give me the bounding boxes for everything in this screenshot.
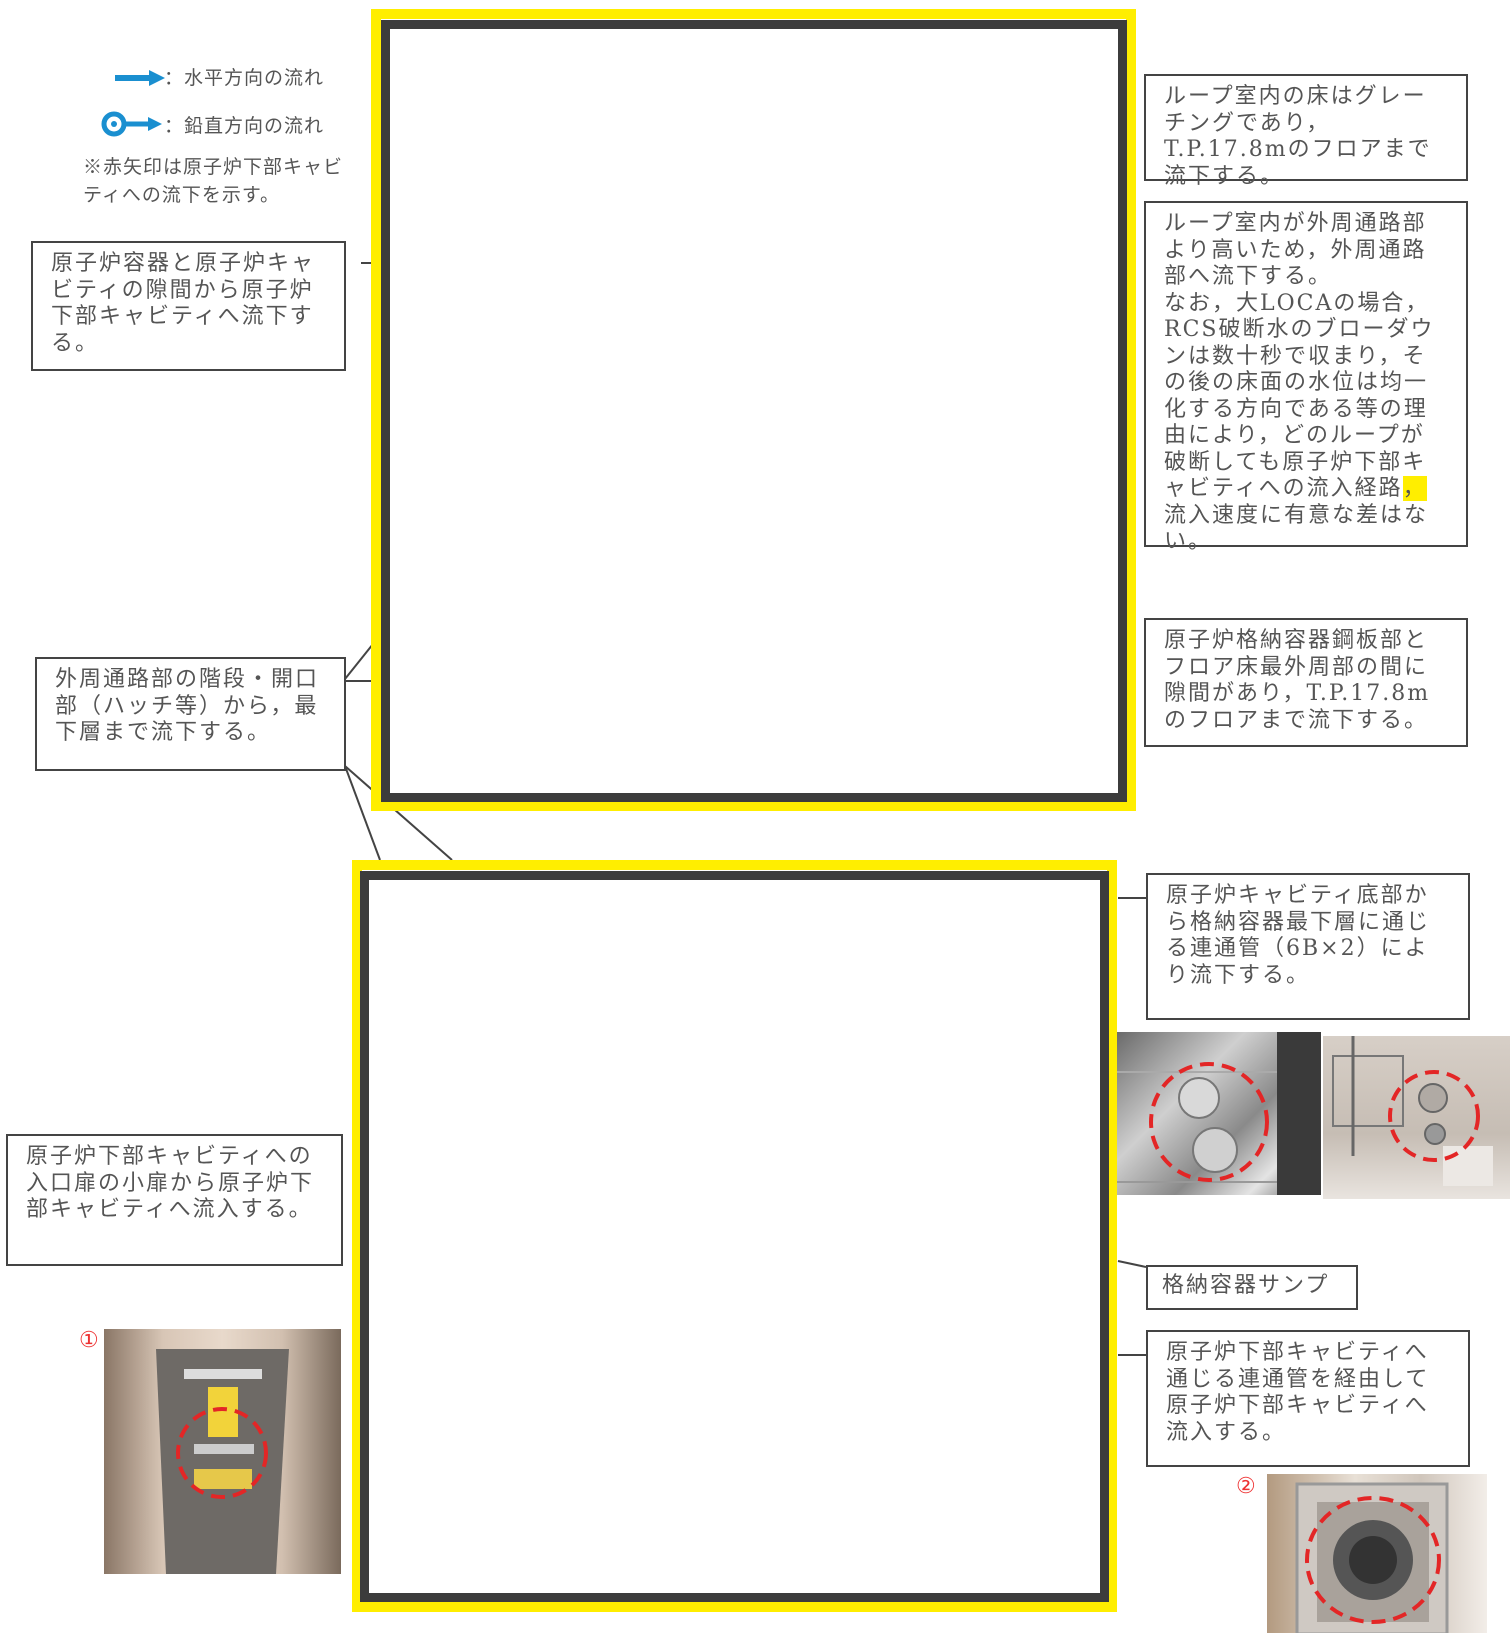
lower-diagram-area [360, 871, 1109, 1602]
photo-number-one: ① [79, 1328, 99, 1353]
containment-pipe-image [1332, 1036, 1493, 1186]
photo-containment-pipe [1323, 1036, 1510, 1199]
upper-diagram-area [381, 20, 1127, 802]
legend-vertical-text: ：鉛直方向の流れ [164, 115, 325, 137]
callout-vessel-gap: 原子炉容器と原子炉キャビティの隙間から原子炉下部キャビティへ流下する。 [31, 241, 346, 371]
legend-horizontal-text: ：水平方向の流れ [164, 67, 325, 89]
callout-loop-room-line2a: なお，大LOCAの場合，RCS破断水のブローダウンは数十秒で収まり，その後の床面… [1164, 290, 1435, 502]
horizontal-arrow-icon [115, 70, 165, 86]
photo-connecting-pipe [1267, 1474, 1487, 1633]
callout-door: 原子炉下部キャビティへの入口扉の小扉から原子炉下部キャビティへ流入する。 [6, 1134, 343, 1266]
callout-sump: 格納容器サンプ [1146, 1265, 1358, 1310]
callout-steel-plate: 原子炉格納容器鋼板部とフロア床最外周部の間に隙間があり，T.P.17.8mのフロ… [1144, 618, 1468, 747]
callout-loop-room: ループ室内が外周通路部より高いため，外周通路部へ流下する。 なお，大LOCAの場… [1144, 201, 1468, 554]
vertical-flow-icon [101, 111, 162, 137]
callout-loop-room-line2c: 流入速度に有意な差はない。 [1164, 502, 1429, 555]
callout-loop-room-line1: ループ室内が外周通路部より高いため，外周通路部へ流下する。 [1164, 211, 1427, 289]
lower-frame [352, 860, 1117, 1612]
pipe-openings-image [1117, 1032, 1321, 1195]
photo-cavity-door [104, 1329, 341, 1574]
photo-cavity-bottom-pipe [1117, 1032, 1321, 1195]
cavity-door-image [156, 1349, 289, 1574]
highlighted-comma: ， [1402, 476, 1427, 501]
callout-stairs: 外周通路部の階段・開口部（ハッチ等）から，最下層まで流下する。 [35, 657, 346, 771]
upper-frame [371, 9, 1136, 811]
connecting-pipe-image [1295, 1482, 1449, 1633]
photo-number-two: ② [1236, 1474, 1256, 1499]
callout-grating: ループ室内の床はグレーチングであり，T.P.17.8mのフロアまで流下する。 [1144, 74, 1468, 189]
legend-note: ※赤矢印は原子炉下部キャビティへの流下を示す。 [83, 156, 344, 206]
callout-pipe: 原子炉下部キャビティへ通じる連通管を経由して原子炉下部キャビティへ流入する。 [1146, 1330, 1470, 1467]
callout-cavity-bottom: 原子炉キャビティ底部から格納容器最下層に通じる連通管（6B×2）により流下する。 [1146, 873, 1470, 1020]
